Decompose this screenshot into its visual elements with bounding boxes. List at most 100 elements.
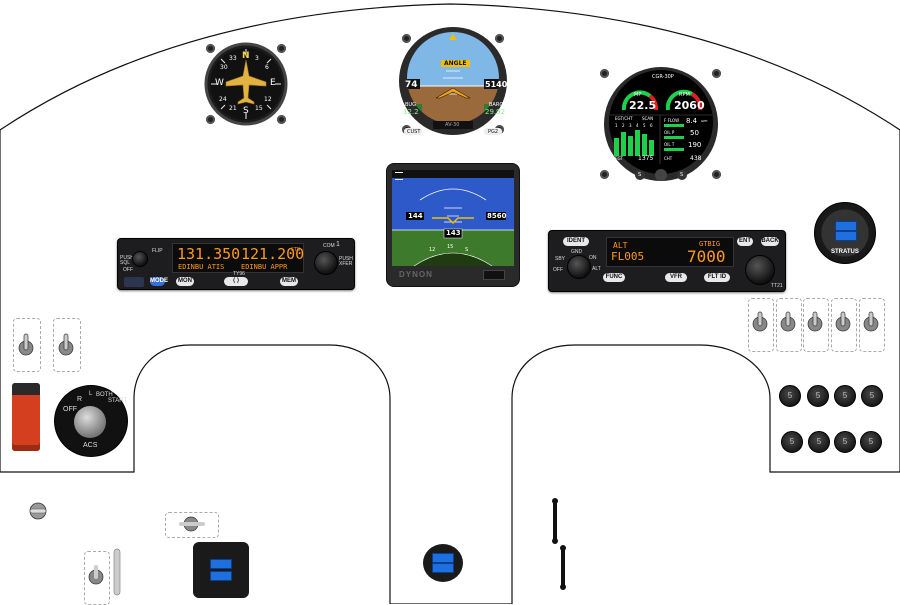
efis-compass-tick: S	[465, 247, 469, 253]
attitude-indicator-av30[interactable]: ANGLE 74 5140 BUG 12.2 BARO 29.92 AV-30 …	[396, 26, 510, 140]
cgr-model: CGR-30P	[652, 74, 674, 80]
xpdr-ident-button[interactable]: IDENT	[563, 237, 589, 246]
xpdr-gtbig-label: GTBIG	[699, 240, 721, 248]
xpdr-back-button[interactable]: BACK	[761, 237, 779, 246]
usb-hub-lower-left[interactable]	[193, 542, 249, 598]
cgr-left-button[interactable]: S	[638, 172, 642, 178]
dynon-efis[interactable]: 144 8560 143 12 15 S DYNON	[386, 163, 520, 287]
ignition-key[interactable]	[74, 406, 106, 438]
cgr-cyl-num: 5	[643, 123, 646, 128]
circuit-breaker[interactable]: 5	[860, 431, 882, 453]
screw	[277, 115, 286, 124]
xpdr-alt-label: ALT	[613, 241, 628, 250]
com-volume-knob[interactable]	[132, 251, 148, 267]
lower-left-toggle[interactable]	[26, 500, 52, 522]
com-mon-button[interactable]: MON	[176, 277, 194, 286]
av30-altitude: 5140	[485, 80, 508, 89]
com-off-label: OFF	[123, 267, 133, 273]
usb-port[interactable]	[210, 571, 232, 581]
xpdr-ent-button[interactable]: ENT	[737, 237, 753, 246]
xpdr-func-button[interactable]: FUNC	[603, 273, 625, 282]
cgr-cyl-num: 3	[629, 123, 632, 128]
cgr-mp-label: MP	[634, 92, 642, 98]
com-input-slot	[124, 277, 144, 287]
lower-right-levers[interactable]	[545, 495, 575, 595]
com-push-xfer-label: PUSH XFER	[339, 256, 353, 267]
compass-east: E	[270, 78, 276, 88]
av30-bug-label: BUG	[405, 102, 416, 108]
circuit-breaker[interactable]: 5	[834, 385, 856, 407]
compass-south: S	[243, 106, 249, 116]
cgr-right-button[interactable]: S	[680, 172, 684, 178]
efis-compass-tick: 15	[447, 244, 454, 250]
left-toggle-switches	[18, 333, 74, 356]
screw	[712, 69, 721, 78]
ignition-switch[interactable]: OFF R L BOTH START ACS	[54, 385, 128, 457]
circuit-breaker[interactable]: 5	[781, 431, 803, 453]
transponder-lcd: ALT FL005 GTBIG 7000	[606, 237, 734, 267]
usb-port[interactable]	[432, 553, 454, 563]
engine-monitor-cgr30p[interactable]: CGR-30P MP 22.5 RPM 2060 EGT/CHT SCAN 1 …	[598, 66, 724, 184]
com-radio-lcd: 131.350 121.200 STB EDINBU ATIS EDINBU A…	[172, 243, 304, 273]
av30-pg2-button[interactable]: PG2	[488, 129, 499, 135]
cgr-fflow-label: F FLOW	[664, 118, 680, 123]
screw	[712, 170, 721, 179]
usb-port[interactable]	[432, 563, 454, 573]
cgr-oilp-value: 50	[690, 129, 699, 137]
heading-indicator[interactable]: N E S W 3 6 12 15 21 24 30 33	[200, 38, 292, 130]
av30-cust-button[interactable]: CUST	[407, 129, 421, 135]
compass-north: N	[242, 51, 250, 61]
compass-west: W	[215, 78, 224, 88]
right-toggle-switches	[752, 311, 879, 332]
cgr-fflow-unit: GPH	[701, 119, 708, 123]
transponder-tt21[interactable]: ALT FL005 GTBIG 7000 IDENT ENT BACK FUNC…	[548, 230, 786, 292]
circuit-breaker[interactable]: 5	[808, 431, 830, 453]
horizontal-toggle	[179, 516, 205, 532]
circuit-breaker[interactable]: 5	[834, 431, 856, 453]
xpdr-sby-label: SBY	[555, 256, 566, 262]
av30-airspeed: 74	[405, 80, 418, 90]
com-mem-button[interactable]: MEM	[280, 277, 298, 286]
screw	[600, 170, 609, 179]
com-mode-button[interactable]: MODE	[150, 277, 168, 286]
stratus-usb-port[interactable]: STRATUS	[814, 202, 876, 264]
ignition-both-label: BOTH	[96, 392, 113, 398]
usb-port[interactable]	[210, 559, 232, 569]
master-switch[interactable]	[12, 383, 40, 451]
efis-heading: 143	[446, 229, 461, 237]
xpdr-on-label: ON	[589, 255, 597, 261]
cgr-oilp-label: OIL P	[664, 130, 675, 135]
attitude-display	[399, 27, 507, 135]
cgr-cyl-num: 6	[650, 123, 653, 128]
cgr-cht-label: CHT	[664, 156, 673, 161]
xpdr-code-knob[interactable]	[745, 255, 775, 285]
screw	[206, 115, 215, 124]
com-swap-button[interactable]: ⟨ ⟩	[224, 277, 248, 286]
com-radio-ty96[interactable]: 131.350 121.200 STB EDINBU ATIS EDINBU A…	[117, 238, 355, 290]
xpdr-vfr-button[interactable]: VFR	[665, 273, 687, 282]
usb-hub-center[interactable]	[423, 544, 463, 582]
circuit-breaker[interactable]: 5	[807, 385, 829, 407]
usb-port[interactable]	[835, 231, 857, 241]
screw	[206, 44, 215, 53]
compass-num: 15	[255, 105, 263, 112]
screw	[495, 34, 504, 43]
circuit-breaker[interactable]: 5	[779, 385, 801, 407]
ignition-r-label: R	[77, 396, 83, 403]
av30-baro-label: BARO	[489, 102, 504, 108]
circuit-breaker[interactable]: 5	[861, 385, 883, 407]
compass-num: 21	[229, 105, 237, 112]
xpdr-fltid-button[interactable]: FLT ID	[704, 273, 730, 282]
ignition-off-label: OFF	[63, 406, 77, 413]
com-standby-frequency: 121.200	[241, 245, 305, 263]
compass-num: 24	[219, 96, 227, 103]
xpdr-gnd-label: GND	[571, 249, 583, 255]
com-flip-label: FLIP	[152, 248, 163, 254]
av30-model: AV-30	[445, 122, 460, 128]
com-model: TY96	[233, 271, 245, 277]
com-frequency-knob[interactable]	[314, 251, 338, 275]
xpdr-mode-knob[interactable]	[567, 255, 591, 279]
efis-menu-icon[interactable]	[395, 172, 403, 180]
usb-port[interactable]	[835, 221, 857, 231]
com-stby-tag: STB	[291, 247, 301, 253]
